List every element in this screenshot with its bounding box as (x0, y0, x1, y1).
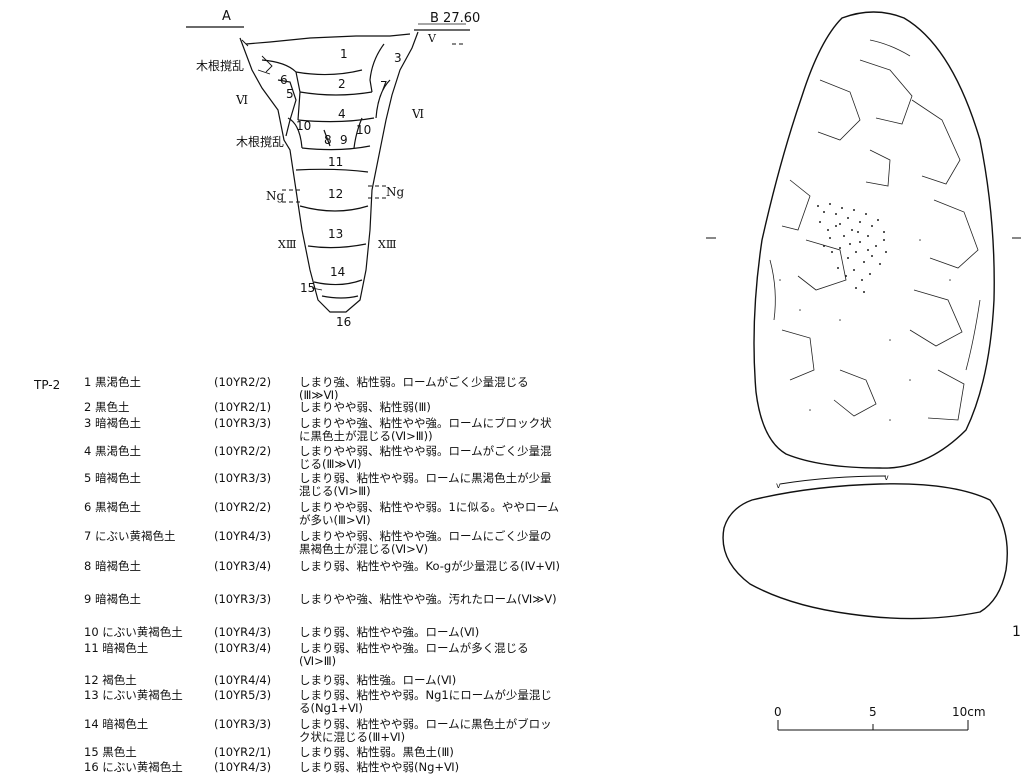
label-a: A (222, 9, 231, 24)
scale-label-5: 5 (869, 705, 877, 719)
soil-description: しまり弱、粘性やや弱。ロームに黒色土がブロック状に混じる(Ⅲ+Ⅵ) (299, 717, 552, 744)
soil-section-drawing: A B 27.60 木根撹乱 木根撹乱 Ⅵ Ⅵ Ⅴ Ng Ng XⅢ XⅢ 1 … (186, 9, 480, 329)
fill-label: 12 (328, 187, 343, 201)
figure-number: 1 (1012, 624, 1021, 640)
soil-name: 4 黒渇色土 (84, 444, 141, 458)
layer-ng-left: Ng (266, 189, 285, 203)
soil-name: 1 黒渇色土 (84, 375, 141, 389)
label-b: B 27.60 (430, 11, 480, 26)
munsell-code: (10YR2/2) (214, 444, 272, 458)
soil-name: 5 暗褐色土 (84, 471, 141, 485)
pit-outline (239, 31, 419, 313)
layer-xiii-left: XⅢ (278, 238, 296, 251)
tree-root-label-1: 木根撹乱 (196, 59, 244, 73)
soil-name: 14 暗褐色土 (84, 717, 149, 731)
munsell-code: (10YR3/3) (214, 717, 272, 731)
munsell-code: (10YR4/3) (214, 529, 272, 543)
munsell-code: (10YR4/4) (214, 673, 272, 687)
fill-label: 16 (336, 315, 351, 329)
munsell-code: (10YR3/4) (214, 559, 272, 573)
soil-description: しまり弱、粘性やや強。Ko-gが少量混じる(Ⅳ+Ⅵ) (299, 559, 560, 573)
artifact-plan-outline (753, 11, 995, 469)
soil-name: 3 暗褐色土 (84, 416, 141, 430)
soil-description: しまり弱、粘性やや強。ローム(Ⅵ) (299, 625, 480, 639)
soil-name: 12 褐色土 (84, 673, 137, 687)
soil-name: 6 黒褐色土 (84, 500, 141, 514)
munsell-code: (10YR3/4) (214, 641, 272, 655)
munsell-code: (10YR3/3) (214, 592, 272, 606)
soil-description: しまり弱、粘性やや弱。Ng1にロームが少量混じる(Ng1+Ⅵ) (299, 688, 552, 715)
fill-number-labels: 1 2 3 4 5 6 7 8 9 10 10 11 12 13 14 15 1… (280, 47, 402, 329)
munsell-code: (10YR3/3) (214, 471, 272, 485)
fill-label: 14 (330, 265, 345, 279)
soil-name: 15 黒色土 (84, 745, 137, 759)
soil-description: しまり弱、粘性やや弱(Ng+Ⅵ) (299, 760, 460, 774)
soil-description: しまりやや弱、粘性やや強。ロームにごく少量の黒褐色土が混じる(Ⅵ>Ⅴ) (299, 529, 552, 556)
scale-bar (777, 720, 969, 731)
soil-name: 2 黒色土 (84, 400, 130, 414)
layer-v: Ⅴ (427, 32, 437, 45)
soil-description: しまりやや強、粘性やや強。汚れたローム(Ⅵ≫Ⅴ) (299, 592, 557, 606)
soil-name: 7 にぶい黄褐色土 (84, 529, 176, 543)
layer-vi-left: Ⅵ (235, 93, 248, 107)
artifact-section-outline (722, 483, 1008, 620)
soil-name: 9 暗褐色土 (84, 592, 141, 606)
munsell-code: (10YR2/1) (214, 400, 272, 414)
munsell-code: (10YR3/3) (214, 416, 272, 430)
munsell-code: (10YR2/2) (214, 500, 272, 514)
soil-name: 11 暗褐色土 (84, 641, 149, 655)
soil-name: 16 にぶい黄褐色土 (84, 760, 183, 774)
soil-description: しまり弱、粘性強。ローム(Ⅵ) (299, 673, 457, 687)
fill-label: 2 (338, 77, 346, 91)
fill-label: 1 (340, 47, 348, 61)
fill-label: 6 (280, 73, 288, 87)
fill-label: 4 (338, 107, 346, 121)
scale-label-10: 10cm (952, 705, 986, 719)
fill-label: 9 (340, 133, 348, 147)
fill-label: 5 (286, 87, 294, 101)
fill-label: 10 (356, 123, 371, 137)
soil-description: しまりやや弱、粘性弱(Ⅲ) (299, 400, 431, 414)
scale-label-0: 0 (774, 705, 782, 719)
soil-description: しまり強、粘性弱。ロームがごく少量混じる(Ⅲ≫Ⅵ) (299, 375, 529, 402)
soil-description: しまり弱、粘性やや強。ロームが多く混じる(Ⅵ>Ⅲ) (299, 641, 529, 668)
fill-label: 3 (394, 51, 402, 65)
munsell-code: (10YR2/1) (214, 745, 272, 759)
soil-description: しまり弱、粘性やや弱。ロームに黒渇色土が少量混じる(Ⅵ>Ⅲ) (299, 471, 552, 498)
stipple-area (817, 203, 887, 293)
fill-label: 15 (300, 281, 315, 295)
soil-description: しまり弱、粘性弱。黒色土(Ⅲ) (299, 745, 454, 759)
pit-id-label: TP-2 (34, 378, 61, 392)
stone-artifact-drawing: v v 1 0 5 10cm (706, 11, 1021, 731)
fill-label: 11 (328, 155, 343, 169)
munsell-code: (10YR5/3) (214, 688, 272, 702)
soil-description: しまりやや弱、粘性やや弱。1に似る。ややロームが多い(Ⅲ>Ⅵ) (299, 500, 559, 527)
tree-root-label-2: 木根撹乱 (236, 135, 284, 149)
soil-description: しまりやや強、粘性やや強。ロームにブロック状に黒色土が混じる(Ⅵ>Ⅲ)) (299, 416, 552, 443)
fill-label: 10 (296, 119, 311, 133)
soil-name: 8 暗褐色土 (84, 559, 141, 573)
soil-name: 10 にぶい黄褐色土 (84, 625, 183, 639)
layer-vi-right: Ⅵ (411, 107, 424, 121)
munsell-code: (10YR4/3) (214, 760, 272, 774)
svg-text:v: v (884, 473, 889, 482)
munsell-code: (10YR2/2) (214, 375, 272, 389)
fill-label: 8 (324, 133, 332, 147)
fill-label: 7 (380, 79, 388, 93)
fill-label: 13 (328, 227, 343, 241)
soil-name: 13 にぶい黄褐色土 (84, 688, 183, 702)
munsell-code: (10YR4/3) (214, 625, 272, 639)
svg-text:v: v (776, 481, 781, 490)
layer-xiii-right: XⅢ (378, 238, 396, 251)
layer-ng-right: Ng (386, 185, 405, 199)
soil-description: しまりやや弱、粘性やや弱。ロームがごく少量混じる(Ⅲ≫Ⅵ) (299, 444, 552, 471)
